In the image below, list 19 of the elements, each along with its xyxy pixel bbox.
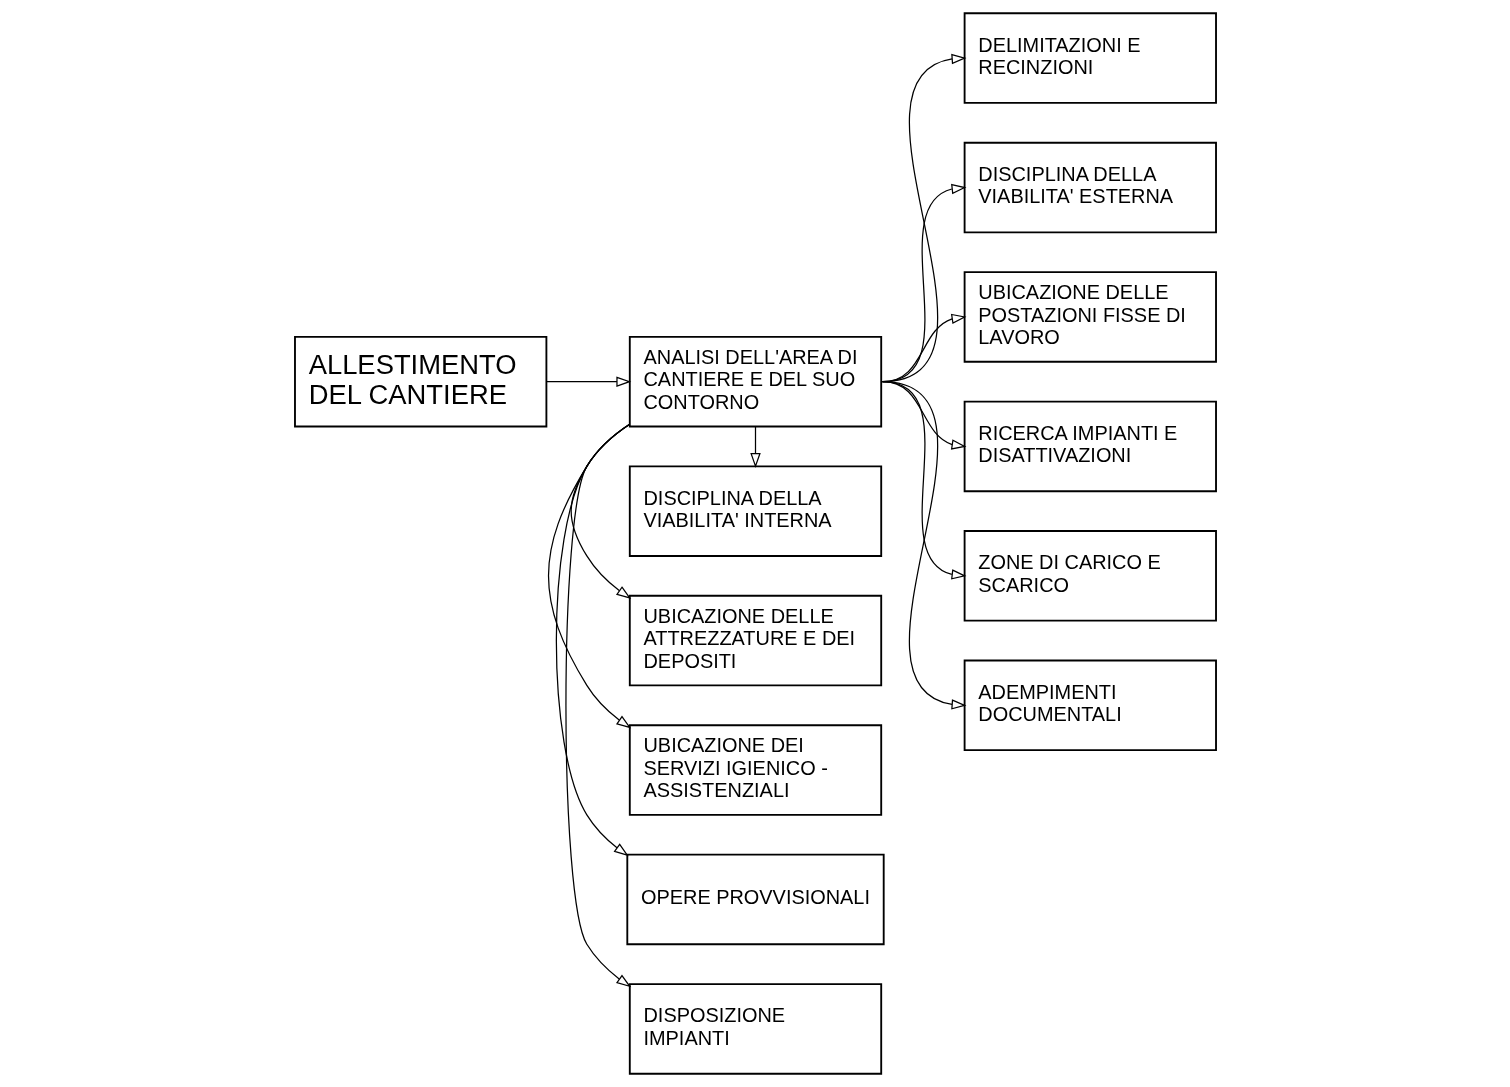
node-box: RICERCA IMPIANTI E DISATTIVAZIONI (963, 400, 1217, 493)
arrow (545, 376, 631, 387)
node-box: ZONE DI CARICO E SCARICO (963, 530, 1217, 622)
arrow (749, 425, 761, 468)
node-box: DISPOSIZIONE IMPIANTI (628, 983, 882, 1075)
node-box: ANALISI DELL'AREA DI CANTIERE E DEL SUO CONTORNO (628, 335, 882, 428)
arrow (881, 381, 966, 450)
arrow (564, 423, 631, 988)
node-box: DISCIPLINA DELLA VIABILITA' ESTERNA (963, 141, 1217, 234)
node-box: UBICAZIONE DELLE ATTREZZATURE E DEI DEPOSITI (628, 594, 882, 687)
node-box: OPERE PROVVISIONALI (625, 853, 885, 946)
node-box: UBICAZIONE DEI SERVIZI IGIENICO - ASSISTENZIALI (628, 724, 882, 816)
node-box: DISCIPLINA DELLA VIABILITA' INTERNA (628, 465, 882, 557)
node-box: UBICAZIONE DELLE POSTAZIONI FISSE DI LAVORO (963, 271, 1217, 363)
node-box: ADEMPIMENTI DOCUMENTALI (963, 659, 1217, 752)
node-box: ALLESTIMENTO DEL CANTIERE (293, 335, 547, 428)
arrow (881, 381, 966, 580)
node-box: DELIMITAZIONI E RECINZIONI (963, 12, 1217, 104)
arrow (881, 381, 966, 710)
